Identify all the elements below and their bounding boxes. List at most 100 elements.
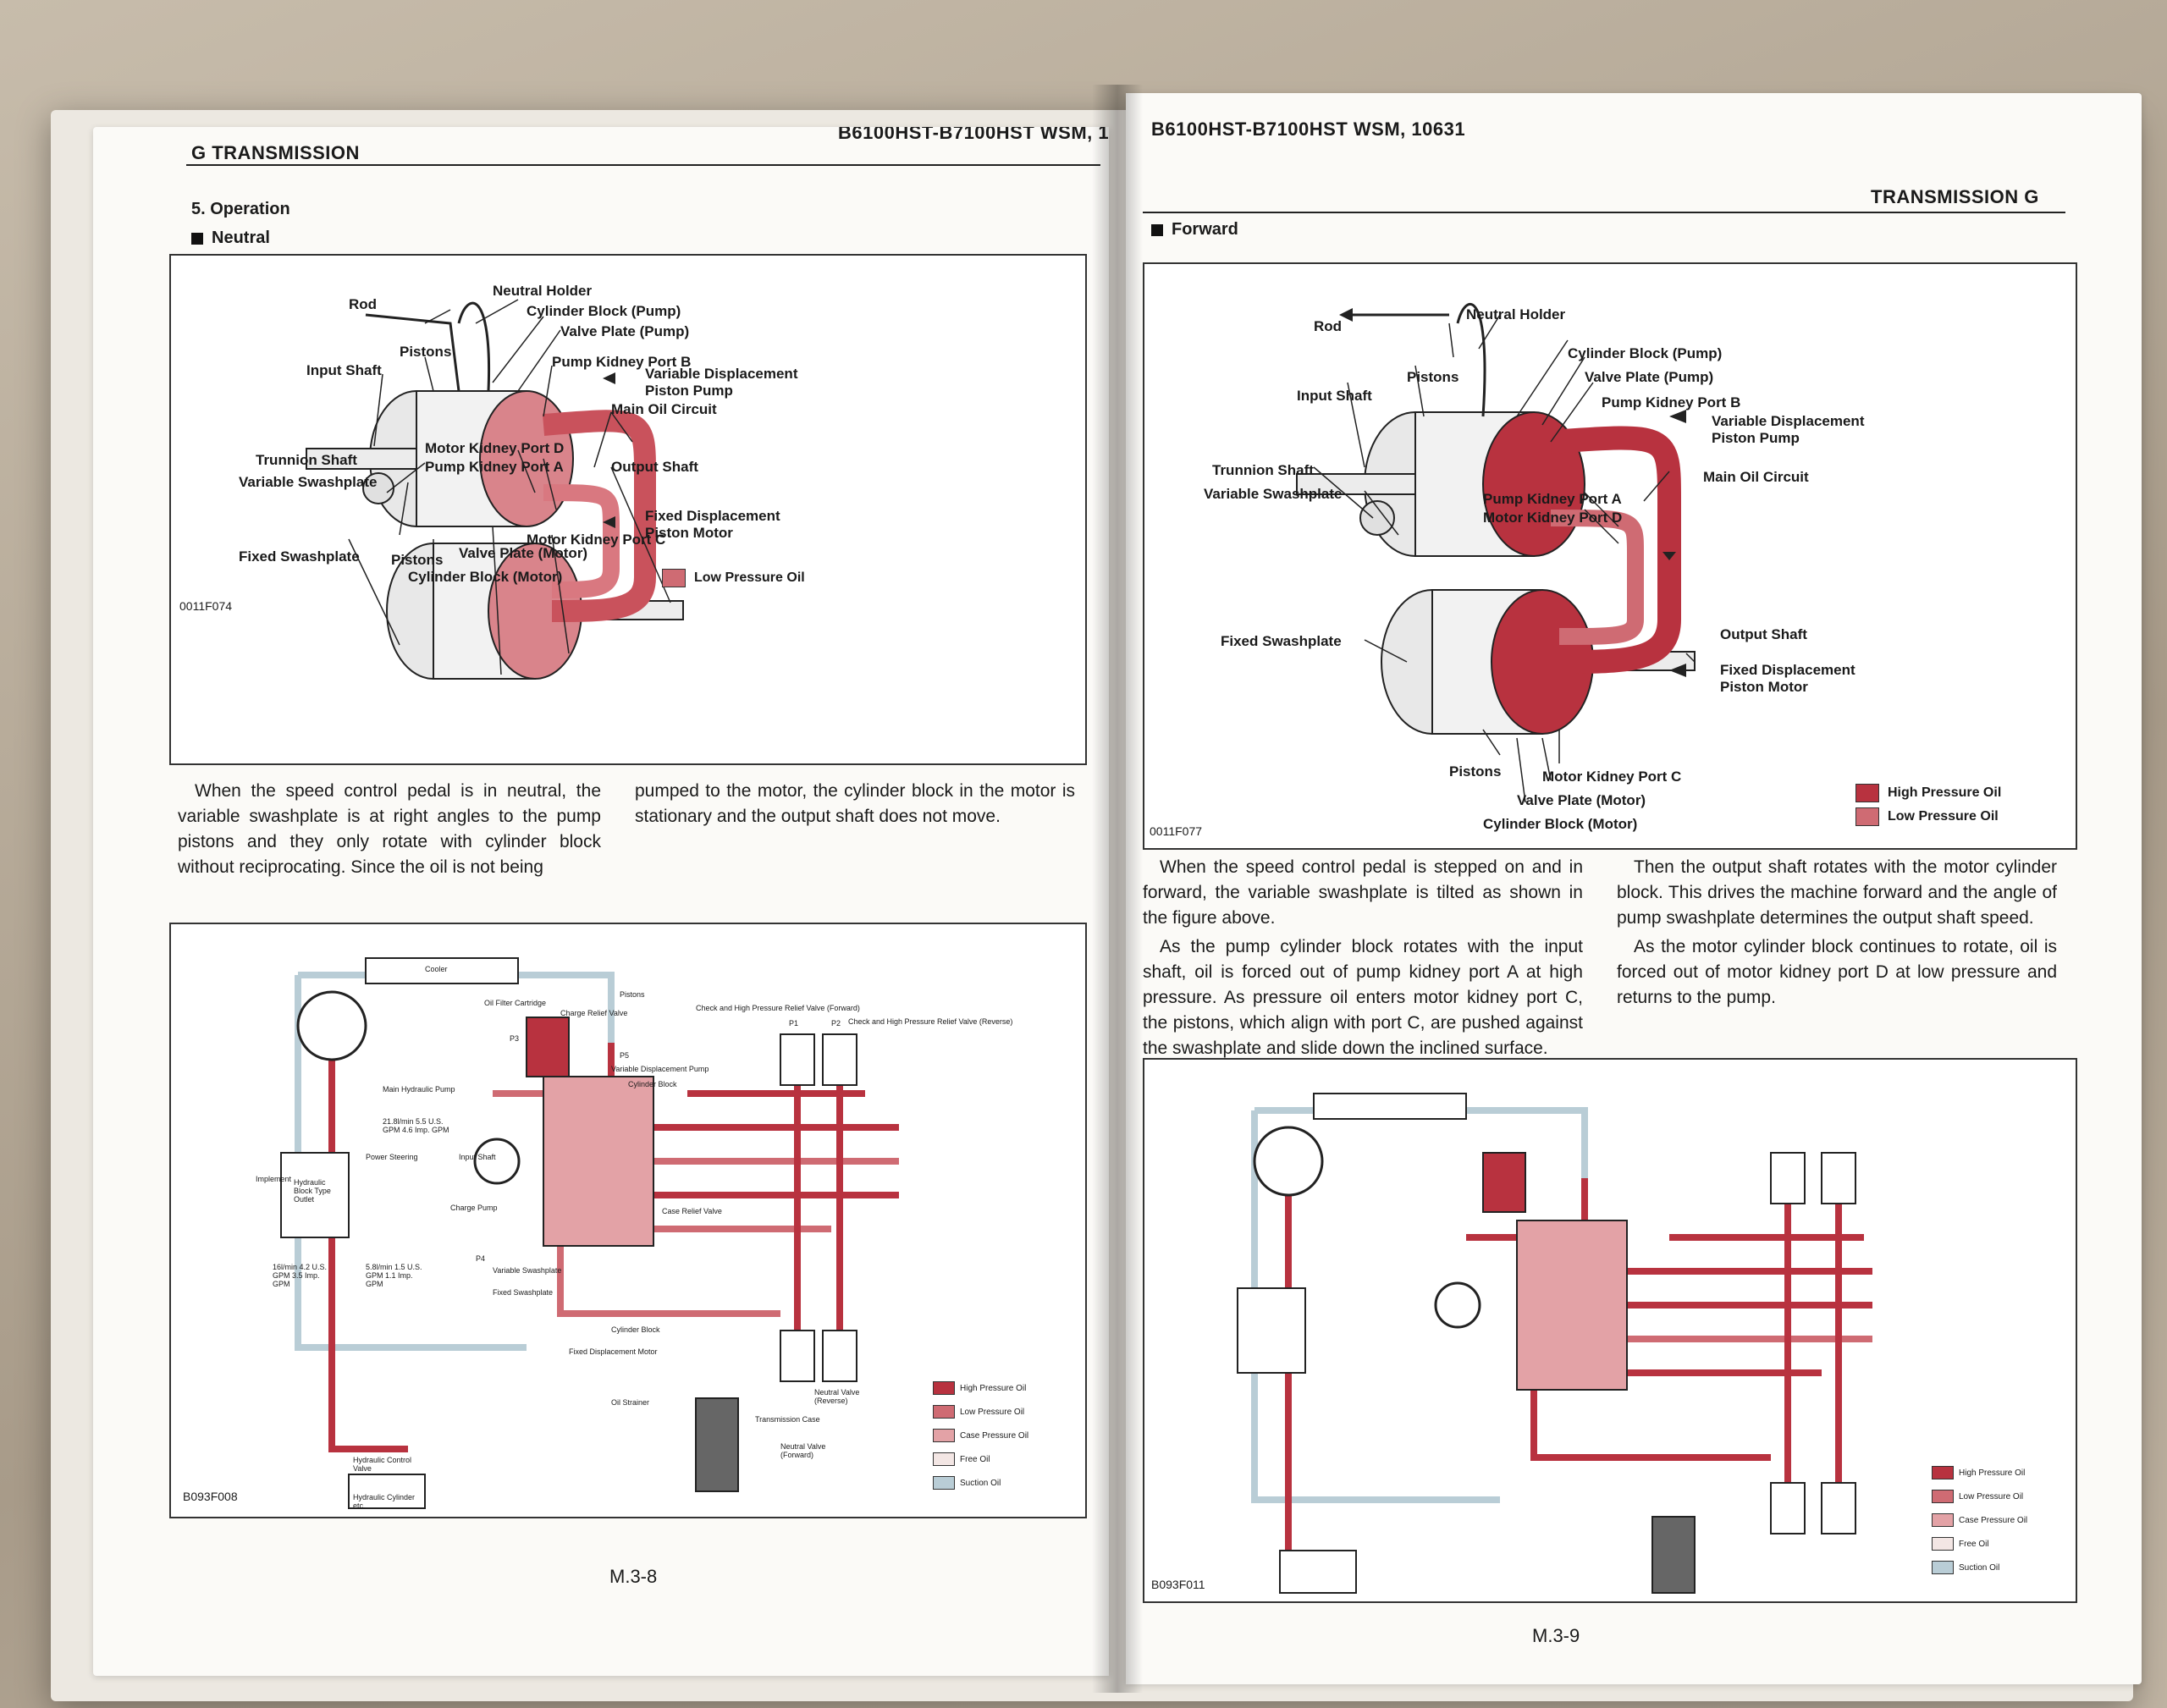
circuit-case-relief: Case Relief Valve xyxy=(662,1207,722,1215)
circuit-p5: P5 xyxy=(620,1051,630,1060)
circuit-flow-2: 16l/min 4.2 U.S. GPM 3.5 Imp. GPM xyxy=(273,1263,328,1288)
circuit-charge-pump: Charge Pump xyxy=(450,1204,498,1212)
r-label-valve-plate-pump: Valve Plate (Pump) xyxy=(1585,369,1714,385)
r-label-motor-kidney-d: Motor Kidney Port D xyxy=(1483,510,1623,526)
r-label-var-disp-pump: Variable Displacement Piston Pump xyxy=(1712,413,1865,446)
circuit-input-shaft: Input Shaft xyxy=(459,1153,496,1161)
legend-suction: Suction Oil xyxy=(933,1476,1001,1490)
label-valve-plate-motor: Valve Plate (Motor) xyxy=(459,545,588,561)
figure-code-1: 0011F074 xyxy=(179,599,233,613)
circuit-oil-filter: Oil Filter Cartridge xyxy=(484,999,547,1007)
left-paragraph-col2: pumped to the motor, the cylinder block … xyxy=(635,779,1075,833)
circuit-charge-relief: Charge Relief Valve xyxy=(560,1009,628,1017)
r-label-neutral-holder: Neutral Holder xyxy=(1466,306,1566,322)
neutral-pump-motor-drawing xyxy=(306,299,684,680)
left-text-col1: When the speed control pedal is in neutr… xyxy=(178,781,601,877)
label-cylinder-block-pump: Cylinder Block (Pump) xyxy=(527,303,681,319)
right-text-1b: As the pump cylinder block rotates with … xyxy=(1143,937,1583,1058)
subsection-title-right: Forward xyxy=(1151,220,1238,240)
left-header-model: B6100HST-B7100HST WSM, 1063 xyxy=(838,127,1109,143)
label-rod: Rod xyxy=(349,296,378,312)
right-header-model: B6100HST-B7100HST WSM, 10631 xyxy=(1151,118,1466,140)
r-label-pistons-top: Pistons xyxy=(1407,369,1459,385)
circuit-neutral-rev: Neutral Valve (Reverse) xyxy=(814,1388,860,1405)
r-legend2-free: Free Oil xyxy=(1932,1537,1989,1551)
circuit-power-steering: Power Steering xyxy=(366,1153,418,1161)
circuit-implement: Implement xyxy=(256,1175,292,1183)
r-label-var-swash: Variable Swashplate xyxy=(1204,486,1343,502)
circuit-p2: P2 xyxy=(831,1019,841,1028)
neutral-hydraulic-circuit: Cooler Oil Filter Cartridge Charge Relie… xyxy=(169,923,1087,1518)
legend-low-pressure-label: Low Pressure Oil xyxy=(694,570,805,585)
left-page-number: M.3-8 xyxy=(609,1566,658,1587)
right-text-2a: Then the output shaft rotates with the m… xyxy=(1617,857,2057,928)
figure-code-2: B093F008 xyxy=(183,1490,238,1503)
left-paragraph-col1: When the speed control pedal is in neutr… xyxy=(178,779,601,884)
r-label-pump-kidney-b: Pump Kidney Port B xyxy=(1602,394,1741,410)
label-fixed-swashplate: Fixed Swashplate xyxy=(239,548,360,565)
circuit-fixed-swash: Fixed Swashplate xyxy=(493,1288,554,1297)
right-page-number: M.3-9 xyxy=(1532,1625,1580,1646)
bullet-square-icon xyxy=(1151,223,1163,236)
r-legend2-case: Case Pressure Oil xyxy=(1932,1513,2027,1527)
r-label-fixed-swash: Fixed Swashplate xyxy=(1221,633,1342,649)
circuit-p4: P4 xyxy=(476,1254,486,1263)
section-title: 5. Operation xyxy=(191,200,290,218)
legend-case: Case Pressure Oil xyxy=(933,1429,1028,1442)
r-legend2-suction: Suction Oil xyxy=(1932,1561,1999,1574)
circuit-hyd-cylinder: Hydraulic Cylinder etc. xyxy=(353,1493,416,1510)
circuit-neutral-fwd: Neutral Valve (Forward) xyxy=(780,1442,826,1459)
forward-diagram: Rod Neutral Holder Pistons Cylinder Bloc… xyxy=(1143,262,2077,850)
circuit-cyl-block-2: Cylinder Block xyxy=(611,1325,660,1334)
label-var-disp-pump: Variable Displacement Piston Pump xyxy=(645,366,798,399)
circuit-main-hyd-pump: Main Hydraulic Pump xyxy=(383,1085,455,1094)
r-legend2-high: High Pressure Oil xyxy=(1932,1466,2025,1479)
label-neutral-holder: Neutral Holder xyxy=(493,283,593,299)
r-label-rod: Rod xyxy=(1314,318,1343,334)
label-input-shaft: Input Shaft xyxy=(306,362,382,378)
r-label-main-oil: Main Oil Circuit xyxy=(1703,469,1809,485)
label-pump-kidney-a: Pump Kidney Port A xyxy=(425,459,564,475)
r-figure-code-1: 0011F077 xyxy=(1150,824,1203,838)
circuit-cooler: Cooler xyxy=(425,965,448,973)
circuit-flow-1: 21.8l/min 5.5 U.S. GPM 4.6 Imp. GPM xyxy=(383,1117,449,1134)
circuit-p3: P3 xyxy=(510,1034,520,1043)
header-rule-right xyxy=(1143,212,2065,213)
label-trunnion-shaft: Trunnion Shaft xyxy=(256,452,357,468)
circuit-oil-strainer: Oil Strainer xyxy=(611,1398,650,1407)
legend-high: High Pressure Oil xyxy=(933,1381,1026,1395)
circuit-flow-3: 5.8l/min 1.5 U.S. GPM 1.1 Imp. GPM xyxy=(366,1263,422,1288)
right-running-head: TRANSMISSION G xyxy=(1871,186,2039,207)
left-running-head: G TRANSMISSION xyxy=(191,142,360,163)
legend-free: Free Oil xyxy=(933,1452,990,1466)
r-label-cyl-block-motor: Cylinder Block (Motor) xyxy=(1483,816,1638,832)
subsection-title: Neutral xyxy=(191,229,270,248)
r-label-output-shaft: Output Shaft xyxy=(1720,626,1807,642)
label-cylinder-block-motor: Cylinder Block (Motor) xyxy=(408,569,563,585)
r-label-pistons-bottom: Pistons xyxy=(1449,763,1502,780)
forward-pump-motor-drawing xyxy=(1296,302,1696,803)
label-main-oil-circuit: Main Oil Circuit xyxy=(611,401,717,417)
circuit-pistons: Pistons xyxy=(620,990,645,999)
label-output-shaft: Output Shaft xyxy=(611,459,698,475)
circuit-trans-case: Transmission Case xyxy=(755,1415,820,1424)
bullet-square-icon xyxy=(191,232,203,245)
label-pump-kidney-b: Pump Kidney Port B xyxy=(552,354,692,370)
right-paragraph-col1: When the speed control pedal is stepped … xyxy=(1143,855,1583,1065)
r-legend-high: High Pressure Oil xyxy=(1855,784,2001,802)
right-paragraph-col2: Then the output shaft rotates with the m… xyxy=(1617,855,2057,1014)
label-motor-kidney-d: Motor Kidney Port D xyxy=(425,440,565,456)
header-rule xyxy=(186,164,1100,166)
r-legend-low: Low Pressure Oil xyxy=(1855,807,1999,826)
label-variable-swashplate: Variable Swashplate xyxy=(239,474,378,490)
forward-circuit-drawing xyxy=(1237,1093,1872,1594)
circuit-cyl-block: Cylinder Block xyxy=(628,1080,677,1088)
r-label-valve-plate-motor: Valve Plate (Motor) xyxy=(1517,792,1646,808)
label-fixed-disp-motor: Fixed Displacement Piston Motor xyxy=(645,508,780,541)
label-pistons-top: Pistons xyxy=(400,344,452,360)
neutral-diagram: Rod Neutral Holder Cylinder Block (Pump)… xyxy=(169,254,1087,765)
low-pressure-swatch xyxy=(662,569,686,587)
circuit-fixed-disp-motor: Fixed Displacement Motor xyxy=(569,1347,658,1356)
subsection-label: Neutral xyxy=(212,229,270,247)
circuit-var-disp-pump: Variable Displacement Pump xyxy=(611,1065,709,1073)
